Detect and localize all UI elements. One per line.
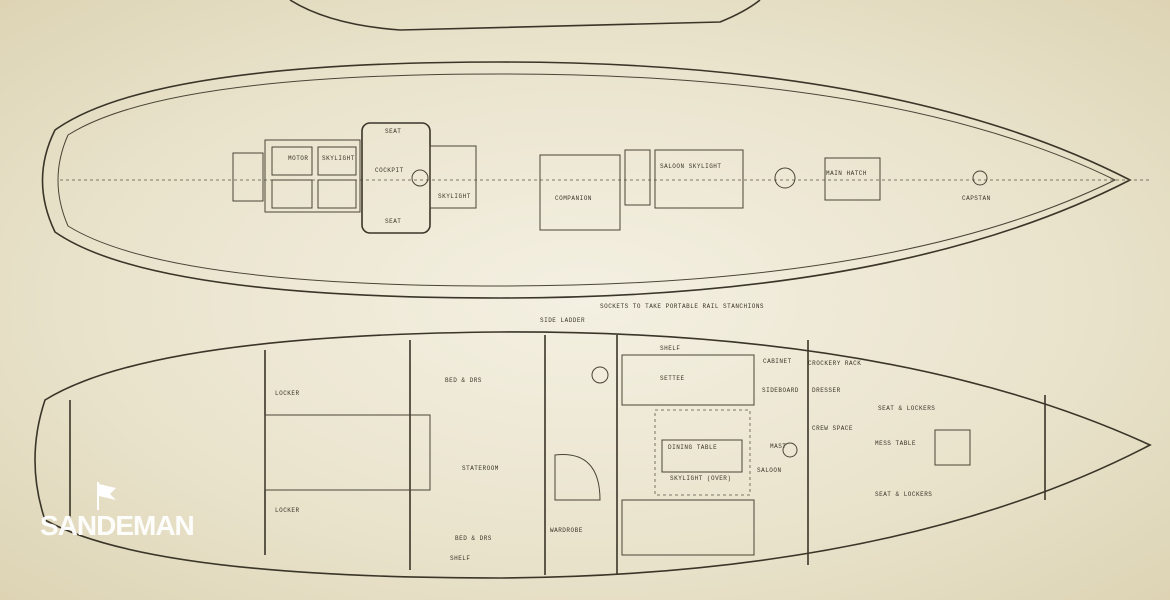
- deck-label: COCKPIT: [375, 167, 404, 174]
- deck-label: SKYLIGHT: [438, 193, 471, 200]
- deck-label: SEAT: [385, 218, 401, 225]
- interior-label: CROCKERY RACK: [808, 360, 861, 367]
- interior-label: LOCKER: [275, 507, 300, 514]
- profile-fragment: [289, 0, 761, 31]
- interior-label: SEAT & LOCKERS: [875, 491, 932, 498]
- interior-label: LOCKER: [275, 390, 300, 397]
- deck-label: MAIN HATCH: [826, 170, 867, 177]
- deck-label: MOTOR: [288, 155, 309, 162]
- interior-label: SALOON: [757, 467, 782, 474]
- interior-label: STATEROOM: [462, 465, 499, 472]
- interior-label: SEAT & LOCKERS: [878, 405, 935, 412]
- interior-label: BED & DRS: [445, 377, 482, 384]
- interior-label: DRESSER: [812, 387, 841, 394]
- interior-label: SIDEBOARD: [762, 387, 799, 394]
- sandeman-logo: SANDEMAN: [40, 510, 195, 541]
- interior-label: DINING TABLE: [668, 444, 717, 451]
- interior-plan: LOCKER LOCKER BED & DRS STATEROOM BED & …: [34, 331, 1152, 579]
- interior-label: SHELF: [660, 345, 681, 352]
- interior-label: MESS TABLE: [875, 440, 916, 447]
- interior-label: MAST: [770, 443, 786, 450]
- deck-label: SOCKETS TO TAKE PORTABLE RAIL STANCHIONS: [600, 303, 764, 310]
- interior-label: SKYLIGHT (OVER): [670, 475, 732, 482]
- deck-label: COMPANION: [555, 195, 592, 202]
- deck-plan: COCKPIT MOTOR SKYLIGHT SKYLIGHT SEAT SEA…: [41, 61, 1150, 324]
- interior-label: SHELF: [450, 555, 471, 562]
- deck-label: CAPSTAN: [962, 195, 991, 202]
- interior-label: CABINET: [763, 358, 792, 365]
- deck-label: SIDE LADDER: [540, 317, 585, 324]
- deck-label: SALOON SKYLIGHT: [660, 163, 722, 170]
- interior-label: CREW SPACE: [812, 425, 853, 432]
- interior-label: BED & DRS: [455, 535, 492, 542]
- flag-logo-icon: [97, 482, 116, 510]
- interior-label: SETTEE: [660, 375, 685, 382]
- interior-label: WARDROBE: [550, 527, 583, 534]
- deck-label: SEAT: [385, 128, 401, 135]
- deck-label: SKYLIGHT: [322, 155, 355, 162]
